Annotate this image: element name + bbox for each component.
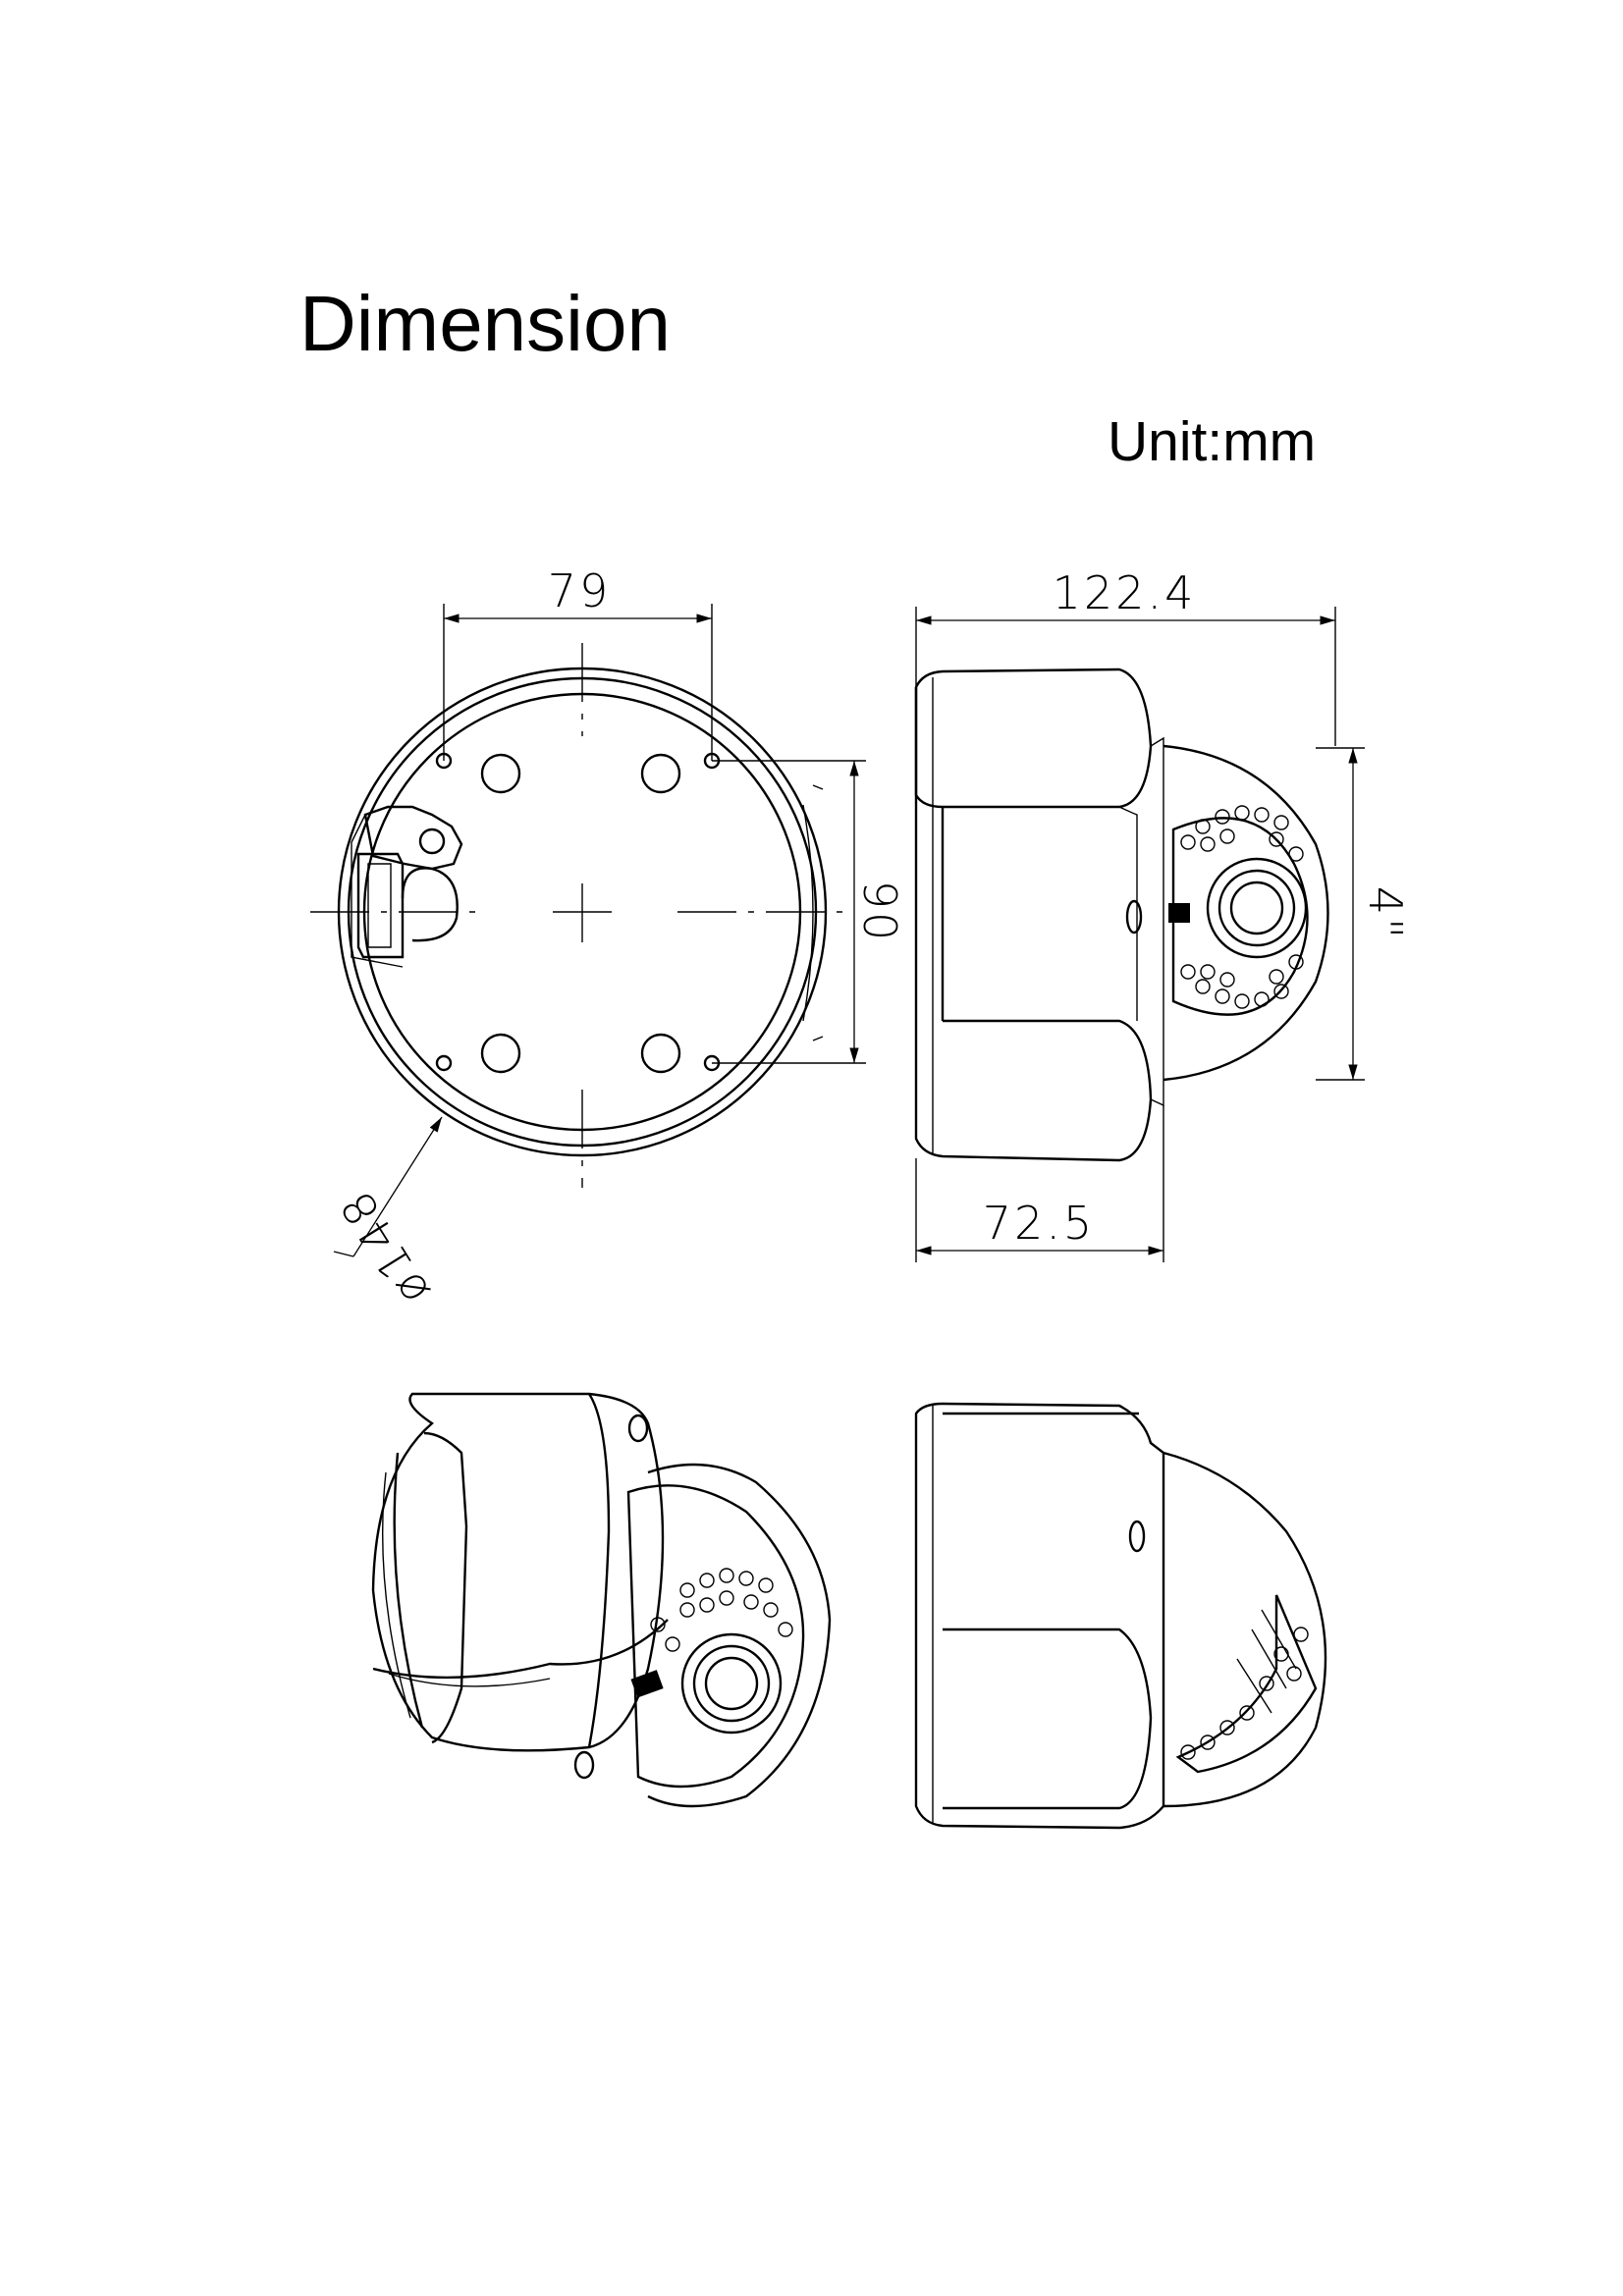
unit-label: Unit:mm [1108,410,1317,473]
dim-79-label: 79 [548,564,612,617]
dim-4inch-label: 4" [1359,886,1412,941]
isometric-view-side [914,1402,1327,1830]
dim-diameter-label: ø148 [329,1180,441,1314]
isometric-view-front [371,1392,832,1808]
dim-72-5-label: 72.5 [983,1197,1095,1250]
side-view: 122.4 4" 72.5 [914,566,1412,1262]
page-title: Dimension [299,280,671,367]
dim-90-label: 90 [853,881,906,944]
dim-122-4-label: 122.4 [1053,566,1197,619]
top-view: 79 90 ø148 [310,564,906,1314]
